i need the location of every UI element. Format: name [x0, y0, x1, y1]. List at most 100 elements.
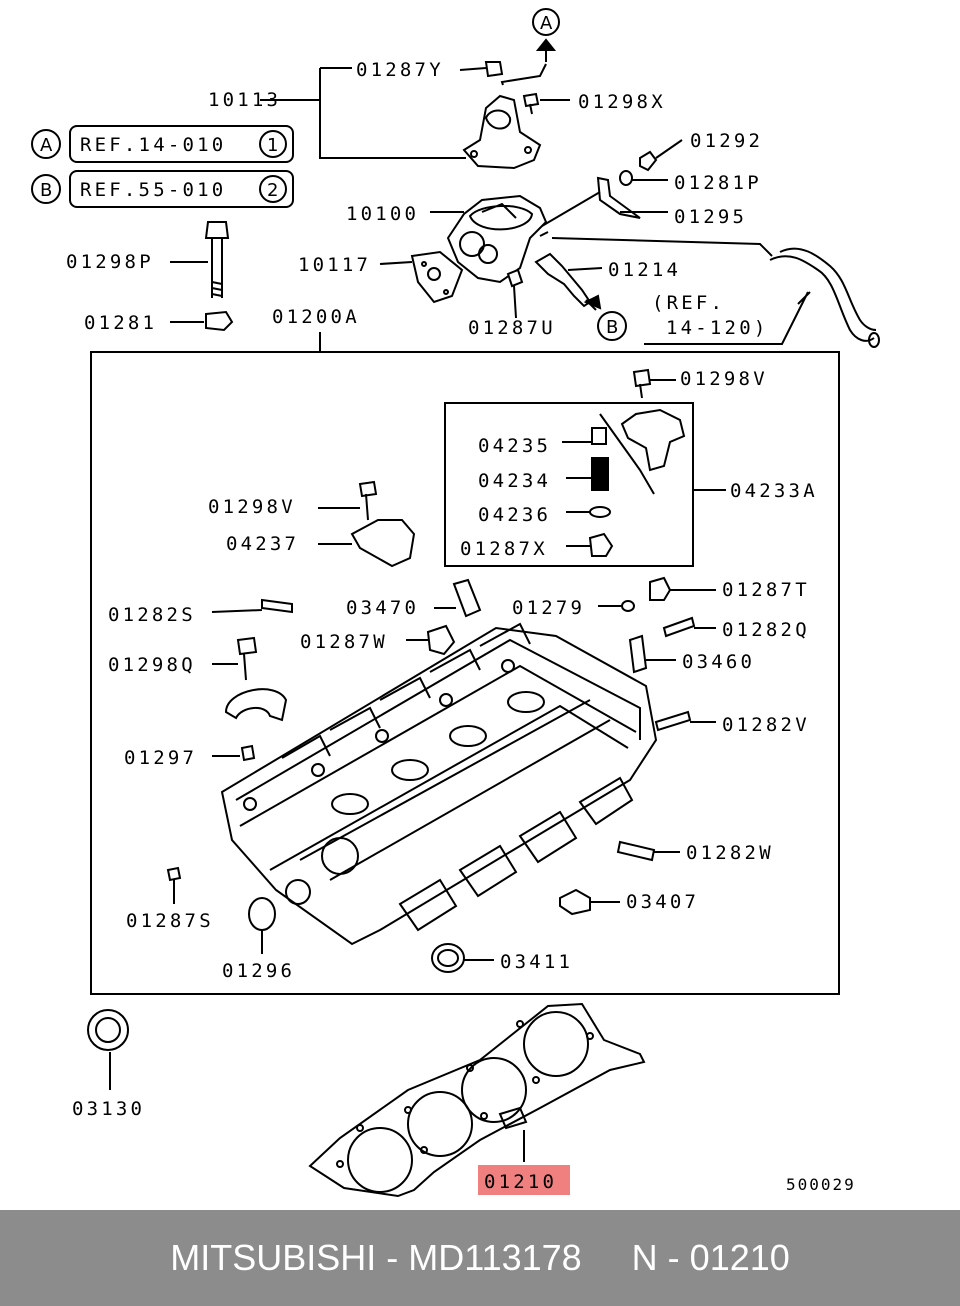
label-01281: 01281 [84, 312, 157, 334]
bolt-01298X [522, 92, 570, 115]
label-01214: 01214 [608, 259, 681, 281]
label-04237: 04237 [226, 533, 299, 555]
ref-text-b: REF.55-010 [80, 179, 226, 201]
label-01282S: 01282S [108, 604, 196, 626]
sensor-01214 [534, 252, 592, 308]
label-01292: 01292 [690, 130, 763, 152]
ref-circle-a-top-letter: A [540, 13, 553, 34]
footer-part-number: MITSUBISHI - MD113178 N - 01210 [170, 1237, 790, 1278]
bolt-01287U [506, 268, 524, 319]
label-10100: 10100 [346, 203, 419, 225]
label-01287X: 01287X [460, 538, 548, 560]
ref-box-b [69, 170, 294, 208]
label-01298X: 01298X [578, 91, 666, 113]
label-03460: 03460 [682, 651, 755, 673]
dowel-03460 [628, 634, 676, 674]
label-03130: 03130 [72, 1098, 145, 1120]
plug-01287S [166, 866, 182, 904]
cam-cap [224, 688, 288, 722]
ref-circle-b [31, 174, 61, 204]
oring-04236 [589, 506, 611, 518]
ref-num-b: 2 [267, 180, 278, 201]
label-04235: 04235 [478, 435, 551, 457]
ref-num-circle-b [259, 175, 287, 203]
washer-01279 [621, 600, 635, 612]
label-01287S: 01287S [126, 910, 214, 932]
hose [769, 247, 877, 342]
nut-01287X [566, 532, 614, 557]
bolt-01298V-top [632, 368, 676, 399]
label-04233A: 04233A [730, 480, 818, 502]
stud-01282S [211, 598, 293, 614]
head-gasket-01210 [308, 1002, 646, 1198]
seal-01296 [248, 897, 276, 931]
oil-seal-03130 [87, 1009, 129, 1051]
label-01210: 01210 [484, 1171, 557, 1193]
part-03407 [559, 888, 620, 916]
part-01297 [212, 744, 256, 762]
bolt-01298V-mid [318, 480, 378, 521]
label-04234: 04234 [478, 470, 551, 492]
thermostat-housing-10100 [446, 194, 548, 284]
label-01287T: 01287T [722, 579, 810, 601]
cam-sensor-subassembly-box [444, 402, 694, 567]
diagram-code: 500029 [786, 1175, 856, 1194]
label-03411: 03411 [500, 951, 573, 973]
label-01282W: 01282W [686, 842, 774, 864]
stud-01282Q [662, 616, 716, 638]
cylinder-head-01200A [220, 622, 658, 946]
ref-circle-a-letter: A [40, 135, 53, 156]
label-01298Q: 01298Q [108, 654, 196, 676]
label-01279: 01279 [512, 597, 585, 619]
label-10113: 10113 [208, 89, 281, 111]
label-01287Y: 01287Y [356, 59, 444, 81]
cam-sensor-04233A [599, 408, 686, 495]
nut-01287T [649, 576, 716, 601]
label-01297: 01297 [124, 747, 197, 769]
water-outlet-10113 [462, 94, 542, 170]
bolt-01298P [170, 221, 230, 298]
label-01295: 01295 [674, 206, 747, 228]
label-01282Q: 01282Q [722, 619, 810, 641]
part-01210-highlight [478, 1165, 570, 1195]
cover-04237 [350, 519, 416, 568]
label-01287W: 01287W [300, 631, 388, 653]
label-01282V: 01282V [722, 714, 810, 736]
cylinder-head-assembly-box [90, 351, 840, 995]
label-04236: 04236 [478, 504, 551, 526]
clip-01295 [596, 176, 668, 219]
ref-num-a: 1 [267, 135, 278, 156]
label-03407: 03407 [626, 891, 699, 913]
gasket-10117 [410, 250, 464, 304]
label-01281P: 01281P [674, 172, 762, 194]
washer-01281P [619, 170, 633, 186]
ref-circle-a [31, 129, 61, 159]
ref-num-circle-a [259, 130, 287, 158]
label-01200A: 01200A [272, 306, 360, 328]
footer-bar: MITSUBISHI - MD113178 N - 01210 [0, 1210, 960, 1306]
seal-03411 [431, 943, 465, 973]
label-03470: 03470 [346, 597, 419, 619]
nut-01292 [639, 139, 683, 172]
label-01298V-top: 01298V [680, 368, 768, 390]
arrow-up-icon [535, 38, 557, 62]
plug-01287W [406, 624, 456, 656]
ref-120-line2: 14-120) [666, 317, 768, 339]
label-10117: 10117 [298, 254, 371, 276]
ref-circle-b-letter: B [40, 180, 52, 201]
arrow-down-right-icon [583, 294, 602, 310]
stud-01282W [616, 840, 680, 862]
bolt-01298Q [212, 636, 258, 681]
dowel-03470 [434, 578, 482, 618]
ref-circle-a-top [532, 8, 560, 36]
part-04234 [566, 457, 609, 491]
nut-01281 [170, 310, 234, 332]
ref-text-a: REF.14-010 [80, 134, 226, 156]
label-01298V-mid: 01298V [208, 496, 296, 518]
label-01296: 01296 [222, 960, 295, 982]
ref-120-line1: (REF. [652, 292, 725, 314]
ref-box-a [69, 125, 294, 163]
stud-01282V [654, 710, 716, 732]
label-01298P: 01298P [66, 251, 154, 273]
